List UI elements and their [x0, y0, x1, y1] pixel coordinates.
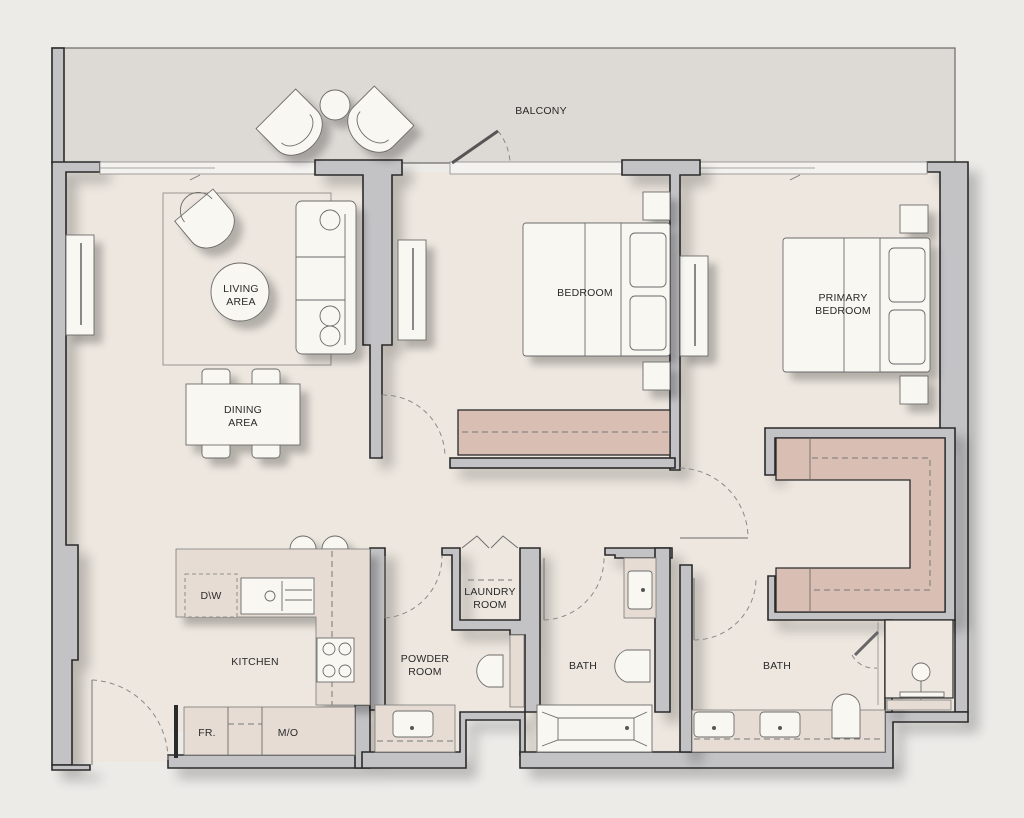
- dining-area-label-2: AREA: [228, 417, 257, 429]
- pillow: [629, 295, 667, 351]
- bath-1: BATH: [536, 557, 657, 753]
- entry-door: [91, 679, 169, 765]
- pillow: [888, 309, 926, 365]
- dishwasher-label: D\W: [200, 590, 221, 602]
- balcony-furniture: [255, 85, 415, 156]
- nightstand: [899, 375, 929, 405]
- bath-1-label: BATH: [569, 660, 597, 672]
- balcony-armchair-right: [347, 85, 415, 153]
- primary-bedroom: PRIMARY BEDROOM: [679, 204, 946, 613]
- shower: [884, 619, 954, 699]
- fridge-label: FR.: [198, 727, 216, 739]
- laundry-room-label-2: ROOM: [473, 599, 506, 611]
- laundry-room-label: LAUNDRY: [464, 586, 515, 598]
- powder-toilet: [476, 654, 504, 688]
- kitchen: D\W KITCHEN FR. M/O: [174, 535, 371, 758]
- living-area-label: LIVING: [223, 283, 259, 295]
- kitchen-lower-cabinets: [183, 706, 356, 756]
- primary-bedroom-label-2: BEDROOM: [815, 305, 871, 317]
- bathtub: [536, 704, 653, 753]
- bath-2-toilet: [831, 693, 861, 739]
- bath-2: BATH: [691, 577, 954, 753]
- balcony-door: [451, 129, 511, 165]
- balcony-label: BALCONY: [515, 105, 567, 117]
- cooktop: [316, 637, 355, 683]
- powder-sink: [392, 710, 434, 738]
- coffee-table: [210, 262, 270, 322]
- nightstand: [642, 191, 671, 221]
- vanity-sink: [759, 711, 801, 738]
- sofa: [295, 200, 357, 355]
- laundry-room: LAUNDRY ROOM: [461, 535, 519, 611]
- dining-area: DINING AREA: [185, 368, 301, 459]
- living-area-label-2: AREA: [226, 296, 255, 308]
- bar-stool: [289, 535, 317, 550]
- tv-consoles: [65, 234, 709, 357]
- bath-1-sink: [627, 570, 653, 610]
- powder-room-label: POWDER: [401, 653, 450, 665]
- kitchen-label: KITCHEN: [231, 656, 279, 668]
- bedroom: BEDROOM: [381, 191, 671, 457]
- dishwasher: [184, 573, 238, 618]
- dining-table: [185, 383, 301, 446]
- nightstand: [899, 204, 929, 234]
- balcony-side-table: [319, 89, 351, 121]
- balcony: [51, 47, 956, 164]
- vanity-sink: [693, 711, 735, 738]
- living-armchair: [174, 188, 235, 249]
- nightstand: [642, 361, 671, 391]
- bar-stool: [321, 535, 349, 550]
- primary-bedroom-label: PRIMARY: [818, 292, 867, 304]
- bath-1-toilet: [614, 649, 651, 683]
- living-area: LIVING AREA: [162, 188, 357, 366]
- pillow: [629, 232, 667, 288]
- bath-2-label: BATH: [763, 660, 791, 672]
- pillow: [888, 247, 926, 303]
- powder-room: POWDER ROOM: [374, 555, 525, 753]
- powder-room-label-2: ROOM: [408, 666, 441, 678]
- walk-in-closet: [775, 437, 946, 613]
- kitchen-sink: [240, 577, 315, 615]
- bedroom-label: BEDROOM: [557, 287, 613, 299]
- balcony-armchair-left: [255, 88, 323, 156]
- microwave-label: M/O: [278, 727, 298, 739]
- dining-area-label: DINING: [224, 404, 262, 416]
- shower-head: [911, 662, 931, 682]
